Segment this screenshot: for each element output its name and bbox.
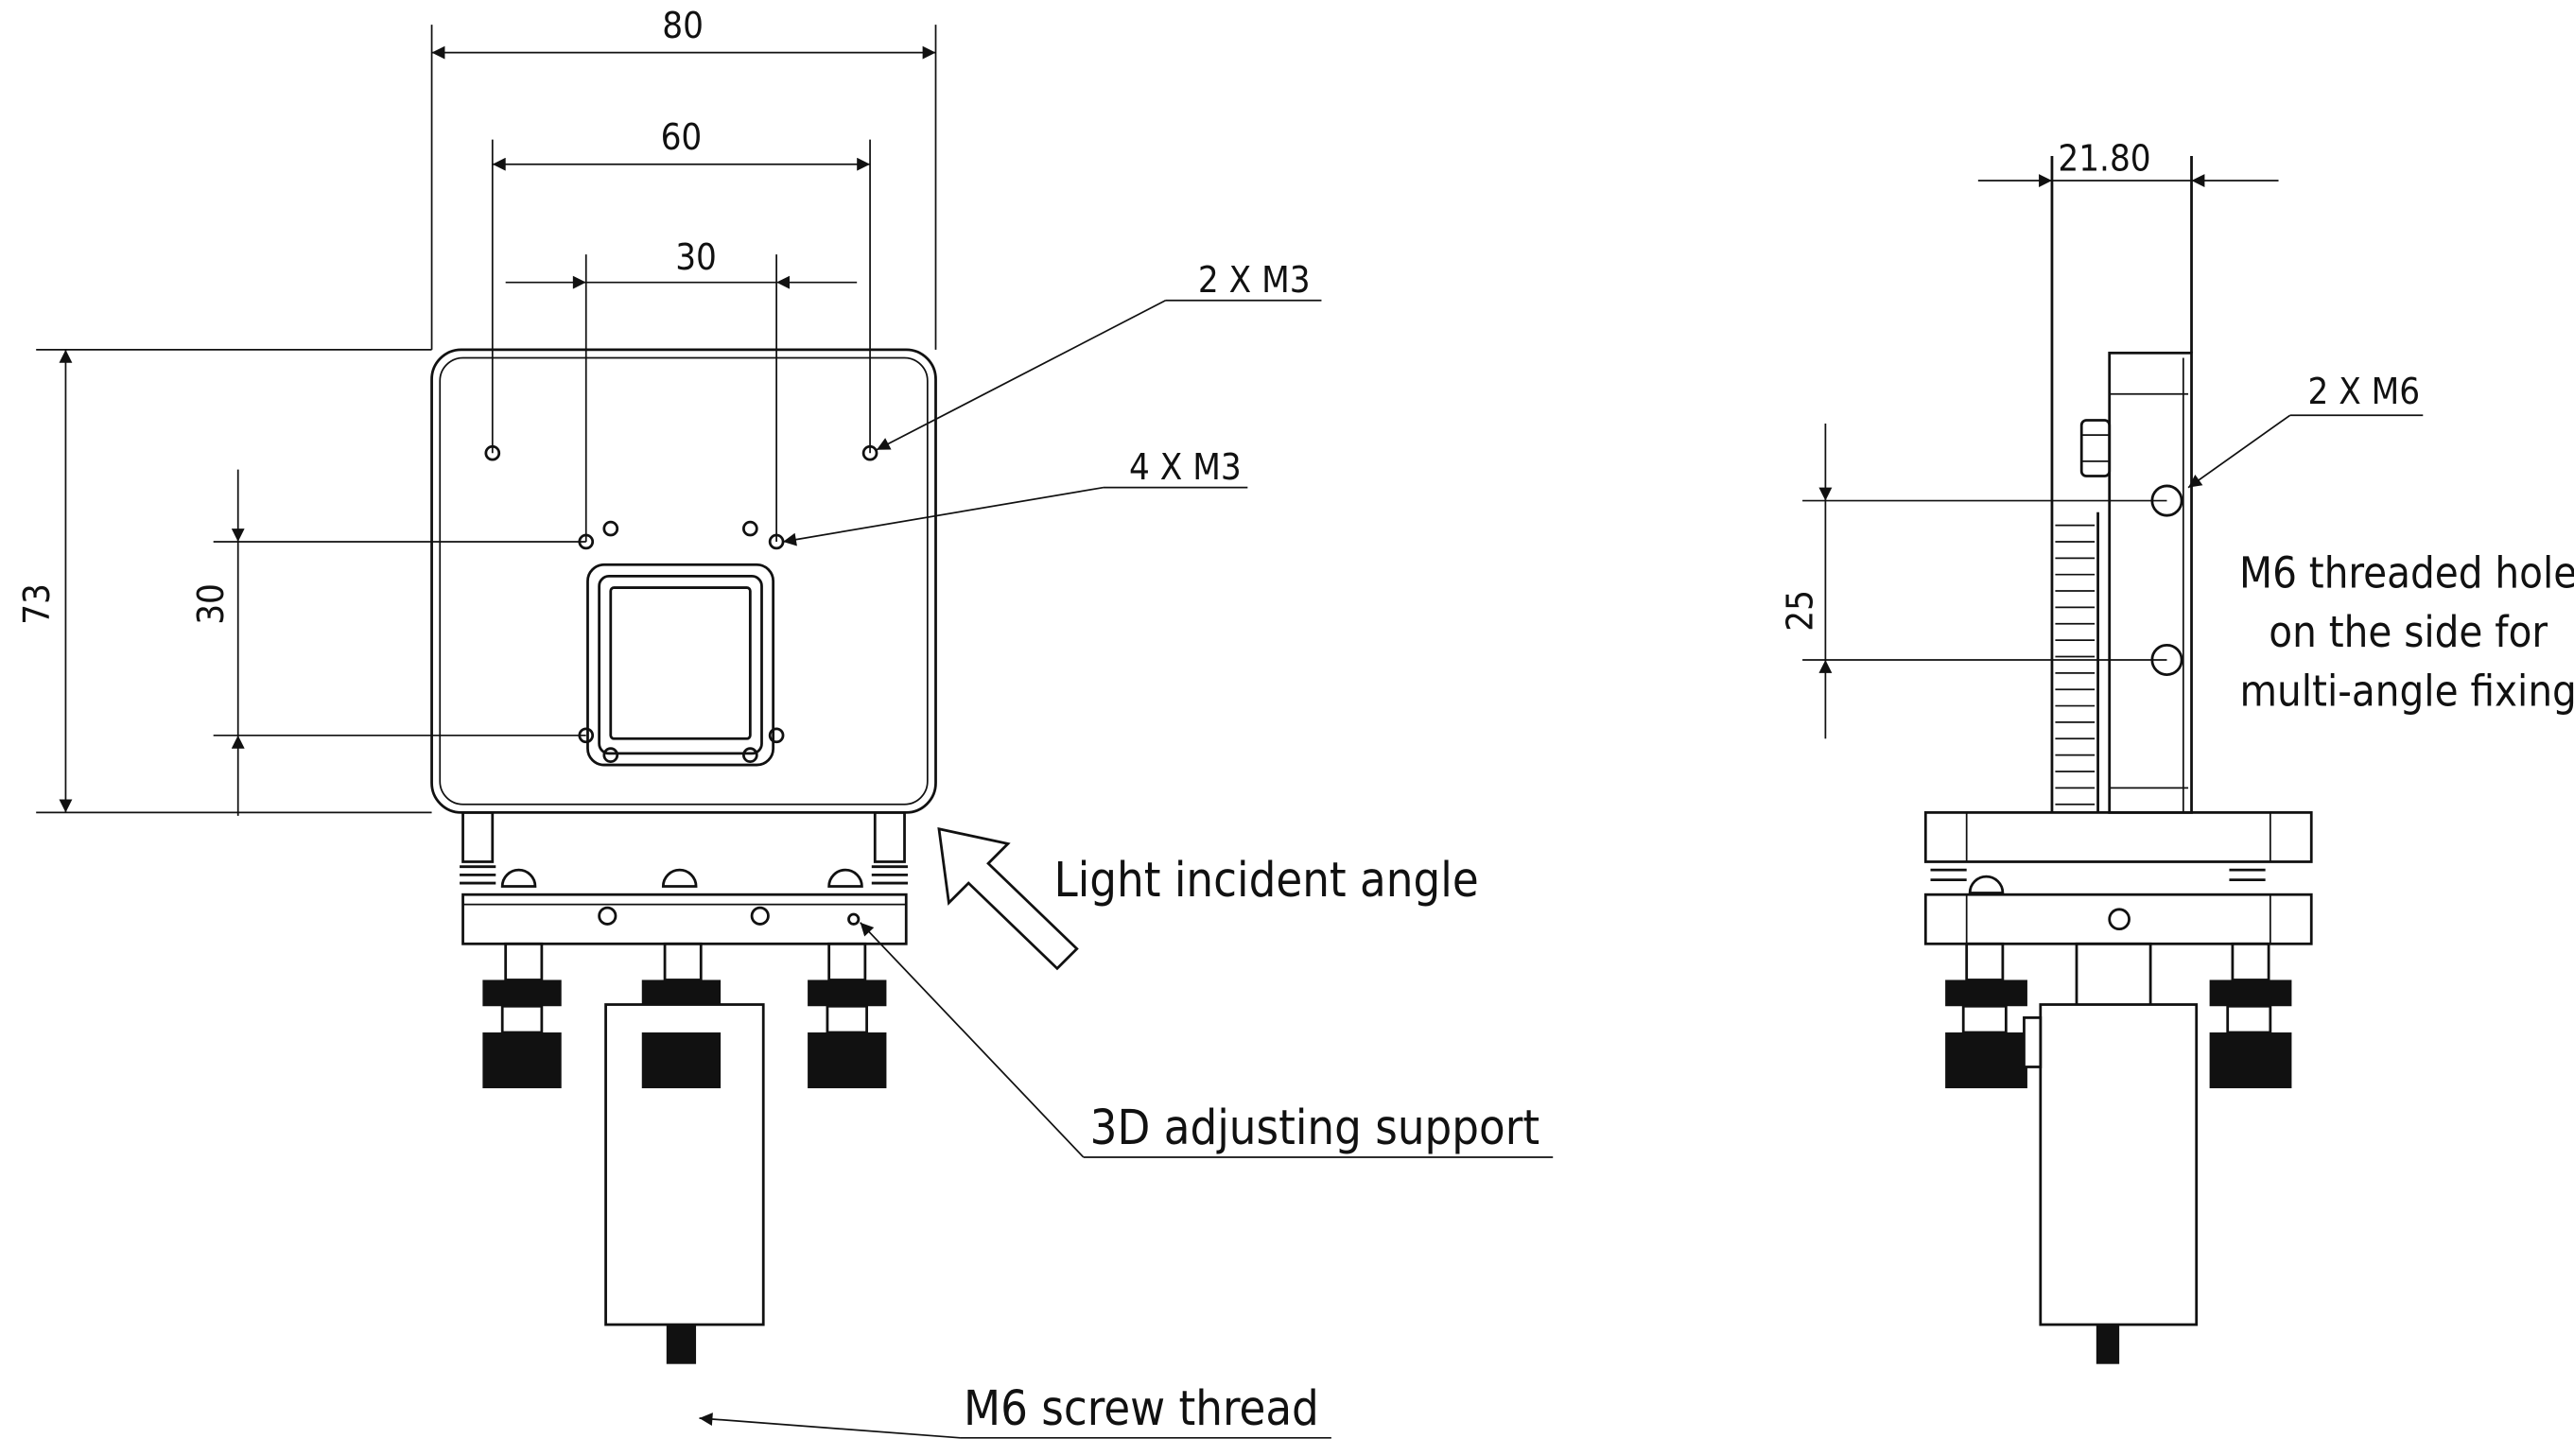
dim-spacing-25: 25 bbox=[1781, 590, 1822, 632]
dim-width-60: 60 bbox=[661, 117, 703, 159]
note-line-2: on the side for bbox=[2269, 607, 2548, 657]
label-m6-screw-thread: M6 screw thread bbox=[964, 1380, 1319, 1436]
side-support bbox=[1923, 811, 2313, 1364]
dim-height-73: 73 bbox=[17, 583, 59, 625]
dim-width-30: 30 bbox=[675, 237, 717, 279]
label-light-incident-angle: Light incident angle bbox=[1053, 852, 1478, 908]
light-incident-arrow-icon bbox=[937, 826, 1079, 971]
mounting-holes bbox=[484, 444, 878, 763]
callouts-side: 2 X M6 M6 threaded hole on the side for … bbox=[2187, 372, 2574, 717]
note-line-1: M6 threaded hole bbox=[2239, 548, 2574, 598]
dim-height-30: 30 bbox=[191, 583, 233, 625]
front-view: 80 60 30 73 30 2 X M3 4 X M3 Light incid… bbox=[17, 6, 1554, 1439]
label-4xm3: 4 X M3 bbox=[1129, 447, 1242, 489]
label-2xm6: 2 X M6 bbox=[2307, 372, 2420, 413]
dim-width-80: 80 bbox=[662, 6, 704, 47]
gear-rack bbox=[2050, 156, 2193, 813]
camera-plate bbox=[430, 348, 937, 814]
dimensions-side: 21.80 25 bbox=[1781, 139, 2279, 739]
dim-thickness-21-80: 21.80 bbox=[2058, 139, 2150, 181]
dimensions-front: 80 60 30 73 30 bbox=[17, 6, 937, 816]
callouts-front: 2 X M3 4 X M3 Light incident angle 3D ad… bbox=[699, 260, 1554, 1439]
adjusting-support bbox=[460, 811, 908, 1364]
note-line-3: multi-angle fixing bbox=[2239, 667, 2574, 717]
sensor-window bbox=[586, 563, 775, 767]
side-view: 21.80 25 2 X M6 M6 threaded hole on the … bbox=[1781, 139, 2574, 1364]
label-2xm3: 2 X M3 bbox=[1198, 260, 1311, 302]
label-3d-adjusting-support: 3D adjusting support bbox=[1090, 1100, 1539, 1155]
